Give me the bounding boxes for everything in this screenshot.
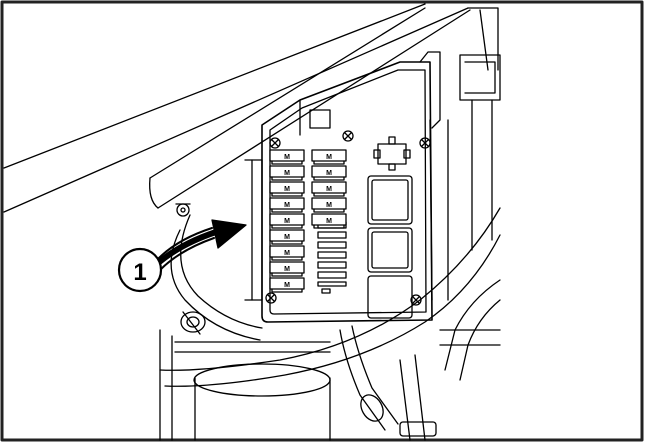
fuse-right-4: M	[311, 197, 347, 213]
fuse-array: M M M M M M M M M M M M M M	[269, 149, 347, 293]
fuse-left-9: M	[269, 277, 305, 293]
lower-components	[159, 325, 501, 441]
fuse-label: M	[284, 218, 290, 225]
fuse-label: M	[326, 170, 332, 177]
fuse-label: M	[284, 202, 290, 209]
fuse-box-housing	[244, 51, 441, 323]
fuse-label: M	[284, 282, 290, 289]
fuse-label: M	[284, 170, 290, 177]
fuse-left-4: M	[269, 197, 305, 213]
fuse-right-5: M	[311, 213, 347, 229]
fuse-left-8: M	[269, 261, 305, 277]
fuse-label: M	[326, 154, 332, 161]
relay-symbol-icon	[373, 136, 411, 171]
screws	[265, 130, 431, 306]
fuse-left-3: M	[269, 181, 305, 197]
fuse-left-2: M	[269, 165, 305, 181]
fuse-left-5: M	[269, 213, 305, 229]
fuse-left-1: M	[269, 149, 305, 165]
fuse-label: M	[326, 218, 332, 225]
fuse-label: M	[284, 234, 290, 241]
callout-number: 1	[133, 259, 146, 286]
fuse-label: M	[326, 186, 332, 193]
fuse-label: M	[284, 186, 290, 193]
callout-arrow	[152, 219, 247, 271]
fuse-label: M	[284, 250, 290, 257]
fuse-right-2: M	[311, 165, 347, 181]
relay-sockets	[367, 175, 413, 319]
frame-tubes	[3, 3, 499, 213]
left-bolts	[175, 203, 206, 335]
fuse-label: M	[284, 266, 290, 273]
fuse-right-1: M	[311, 149, 347, 165]
fuse-label: M	[326, 202, 332, 209]
fuse-right-3: M	[311, 181, 347, 197]
fuse-left-6: M	[269, 229, 305, 245]
fuse-left-7: M	[269, 245, 305, 261]
callout-badge: 1	[117, 247, 163, 293]
fuse-label: M	[284, 154, 290, 161]
empty-fuse-slots	[317, 221, 347, 294]
